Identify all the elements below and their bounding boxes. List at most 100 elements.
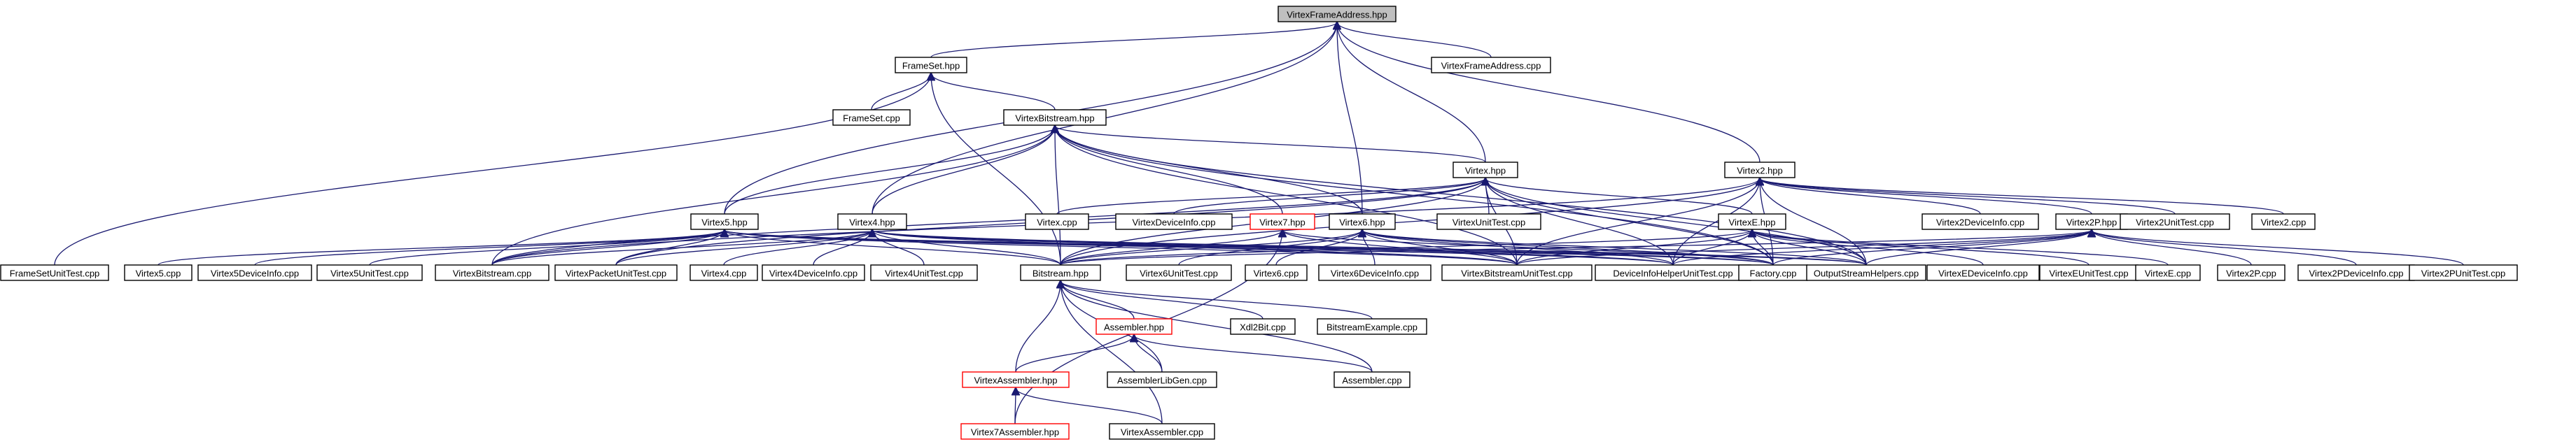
node-box — [1020, 264, 1101, 281]
node-label: VirtexE.hpp — [1729, 217, 1776, 228]
graph-node-virtex4-cpp[interactable]: Virtex4.cpp — [690, 264, 758, 281]
dependency-edge-vassembler_cpp-to-vassembler_hpp — [1016, 388, 1163, 424]
graph-node-assembler-hpp[interactable]: Assembler.hpp — [1096, 318, 1172, 335]
graph-node-v6unittest-cpp[interactable]: Virtex6UnitTest.cpp — [1126, 264, 1232, 281]
node-box — [1126, 264, 1232, 281]
node-box — [1278, 6, 1396, 22]
node-label: Virtex5UnitTest.cpp — [330, 268, 409, 279]
graph-node-vunittest-cpp[interactable]: VirtexUnitTest.cpp — [1436, 213, 1541, 230]
graph-node-virtex2p-hpp[interactable]: Virtex2P.hpp — [2055, 213, 2128, 230]
graph-node-v6devinfo-cpp[interactable]: Virtex6DeviceInfo.cpp — [1318, 264, 1432, 281]
graph-node-vdevinfo-cpp[interactable]: VirtexDeviceInfo.cpp — [1115, 213, 1233, 230]
node-box — [124, 264, 192, 281]
graph-node-veunittest-cpp[interactable]: VirtexEUnitTest.cpp — [2039, 264, 2138, 281]
node-box — [2251, 213, 2316, 230]
node-label: Virtex4.cpp — [701, 268, 747, 279]
dependency-edge-virtex5_cpp-to-virtex5_hpp — [158, 230, 724, 266]
graph-node-virtex-hpp[interactable]: Virtex.hpp — [1452, 162, 1518, 178]
node-label: VirtexAssembler.cpp — [1121, 427, 1203, 438]
dependency-edge-virtex2p_cpp-to-virtex2p_hpp — [2092, 230, 2252, 266]
node-box — [2409, 264, 2518, 281]
node-label: VirtexEUnitTest.cpp — [2049, 268, 2128, 279]
graph-node-vpkt-cpp[interactable]: VirtexPacketUnitTest.cpp — [554, 264, 678, 281]
node-box — [690, 213, 759, 230]
graph-node-factory-cpp[interactable]: Factory.cpp — [1738, 264, 1808, 281]
graph-node-vfa-cpp[interactable]: VirtexFrameAddress.cpp — [1431, 57, 1551, 73]
graph-node-fsunittest-cpp[interactable]: FrameSetUnitTest.cpp — [0, 264, 109, 281]
graph-node-v2devinfo-cpp[interactable]: Virtex2DeviceInfo.cpp — [1921, 213, 2039, 230]
graph-node-virtex-cpp[interactable]: Virtex.cpp — [1025, 213, 1089, 230]
graph-node-vbit-hpp[interactable]: VirtexBitstream.hpp — [1003, 109, 1107, 126]
graph-node-virtex4-hpp[interactable]: Virtex4.hpp — [837, 213, 907, 230]
node-box — [832, 109, 911, 126]
graph-node-vbitunit-cpp[interactable]: VirtexBitstreamUnitTest.cpp — [1441, 264, 1592, 281]
node-label: Virtex6DeviceInfo.cpp — [1331, 268, 1419, 279]
graph-node-vfa[interactable]: VirtexFrameAddress.hpp — [1278, 6, 1396, 22]
dependency-edge-v5unittest_cpp-to-virtex5_hpp — [369, 230, 724, 266]
node-label: FrameSet.cpp — [843, 113, 900, 124]
graph-node-v4unittest-cpp[interactable]: Virtex4UnitTest.cpp — [870, 264, 978, 281]
dependency-edge-osh_cpp-to-virtex4_hpp — [872, 230, 1867, 266]
graph-node-virtexe-hpp[interactable]: VirtexE.hpp — [1718, 213, 1786, 230]
dependency-edge-v2punittest_cpp-to-virtex2p_hpp — [2092, 230, 2464, 266]
node-box — [1718, 213, 1786, 230]
dependency-edge-fsunittest_cpp-to-frameset_hpp — [54, 73, 931, 266]
graph-node-virtex6-cpp[interactable]: Virtex6.cpp — [1245, 264, 1308, 281]
graph-node-assembler-cpp[interactable]: Assembler.cpp — [1334, 371, 1410, 388]
graph-node-frameset-cpp[interactable]: FrameSet.cpp — [832, 109, 911, 126]
graph-node-v2pdevinfo-cpp[interactable]: Virtex2PDeviceInfo.cpp — [2297, 264, 2415, 281]
graph-node-virtex2-cpp[interactable]: Virtex2.cpp — [2251, 213, 2316, 230]
graph-node-bitstream-hpp[interactable]: Bitstream.hpp — [1020, 264, 1101, 281]
node-label: Virtex2UnitTest.cpp — [2136, 217, 2214, 228]
graph-node-virtex2-hpp[interactable]: Virtex2.hpp — [1724, 162, 1795, 178]
graph-node-virtex2p-cpp[interactable]: Virtex2P.cpp — [2217, 264, 2286, 281]
dependency-edge-vbitunit_cpp-to-virtex4_hpp — [872, 230, 1518, 266]
node-box — [1250, 213, 1315, 230]
graph-node-virtex5-hpp[interactable]: Virtex5.hpp — [690, 213, 759, 230]
dependency-edge-bitstream_hpp-to-virtex6_hpp — [1060, 230, 1362, 266]
graph-node-v5devinfo-cpp[interactable]: Virtex5DeviceInfo.cpp — [197, 264, 312, 281]
graph-node-v2unittest-cpp[interactable]: Virtex2UnitTest.cpp — [2120, 213, 2230, 230]
graph-node-v7assembler-hpp[interactable]: Virtex7Assembler.hpp — [960, 423, 1070, 440]
node-label: Virtex2.cpp — [2261, 217, 2306, 228]
graph-node-devhelper-cpp[interactable]: DeviceInfoHelperUnitTest.cpp — [1595, 264, 1751, 281]
dependency-edge-vdevinfo_cpp-to-virtex_hpp — [1173, 178, 1485, 215]
dependency-edge-v2unittest_cpp-to-virtex2_hpp — [1760, 178, 2176, 215]
dependency-edge-factory_cpp-to-virtex7_hpp — [1282, 230, 1774, 266]
dependency-edge-virtex_cpp-to-virtex_hpp — [1056, 178, 1485, 215]
node-label: Xdl2Bit.cpp — [1240, 322, 1286, 333]
node-label: Virtex2PDeviceInfo.cpp — [2309, 268, 2404, 279]
node-label: Virtex4DeviceInfo.cpp — [769, 268, 858, 279]
graph-node-vbit-cpp[interactable]: VirtexBitstream.cpp — [435, 264, 550, 281]
graph-node-virtex5-cpp[interactable]: Virtex5.cpp — [124, 264, 192, 281]
dependency-edge-assembler_cpp-to-bitstream_hpp — [1060, 281, 1373, 373]
node-label: Virtex2.hpp — [1737, 166, 1783, 176]
dependency-edge-osh_cpp-to-virtex_hpp — [1485, 178, 1867, 266]
dependency-edge-vassembler_cpp-to-bitstream_hpp — [1060, 281, 1163, 424]
node-box — [1025, 213, 1089, 230]
node-label: AssemblerLibGen.cpp — [1117, 375, 1207, 386]
graph-node-v2punittest-cpp[interactable]: Virtex2PUnitTest.cpp — [2409, 264, 2518, 281]
graph-node-virtex7-hpp[interactable]: Virtex7.hpp — [1250, 213, 1315, 230]
graph-node-vedevinfo-cpp[interactable]: VirtexEDeviceInfo.cpp — [1926, 264, 2040, 281]
dependency-edge-bitexample_cpp-to-bitstream_hpp — [1060, 281, 1373, 320]
graph-node-osh-cpp[interactable]: OutputStreamHelpers.cpp — [1806, 264, 1926, 281]
dependency-edge-virtexe_cpp-to-virtexe_hpp — [1752, 230, 2169, 266]
graph-node-v4devinfo-cpp[interactable]: Virtex4DeviceInfo.cpp — [762, 264, 865, 281]
node-box — [690, 264, 758, 281]
node-box — [1329, 213, 1396, 230]
node-label: VirtexBitstream.hpp — [1015, 113, 1094, 124]
graph-node-virtex6-hpp[interactable]: Virtex6.hpp — [1329, 213, 1396, 230]
dependency-edge-v6unittest_cpp-to-virtex6_hpp — [1178, 230, 1362, 266]
graph-node-virtexe-cpp[interactable]: VirtexE.cpp — [2135, 264, 2201, 281]
graph-node-xdl2bit-cpp[interactable]: Xdl2Bit.cpp — [1230, 318, 1296, 335]
dependency-edge-virtex2_cpp-to-virtex2_hpp — [1760, 178, 2284, 215]
graph-node-bitexample-cpp[interactable]: BitstreamExample.cpp — [1317, 318, 1427, 335]
node-box — [1003, 109, 1107, 126]
graph-node-asmlibgen-cpp[interactable]: AssemblerLibGen.cpp — [1107, 371, 1217, 388]
graph-node-frameset-hpp[interactable]: FrameSet.hpp — [895, 57, 967, 73]
graph-node-vassembler-hpp[interactable]: VirtexAssembler.hpp — [962, 371, 1070, 388]
graph-node-v5unittest-cpp[interactable]: Virtex5UnitTest.cpp — [316, 264, 423, 281]
graph-node-vassembler-cpp[interactable]: VirtexAssembler.cpp — [1109, 423, 1215, 440]
dependency-edge-v2pdevinfo_cpp-to-virtex2p_hpp — [2092, 230, 2357, 266]
